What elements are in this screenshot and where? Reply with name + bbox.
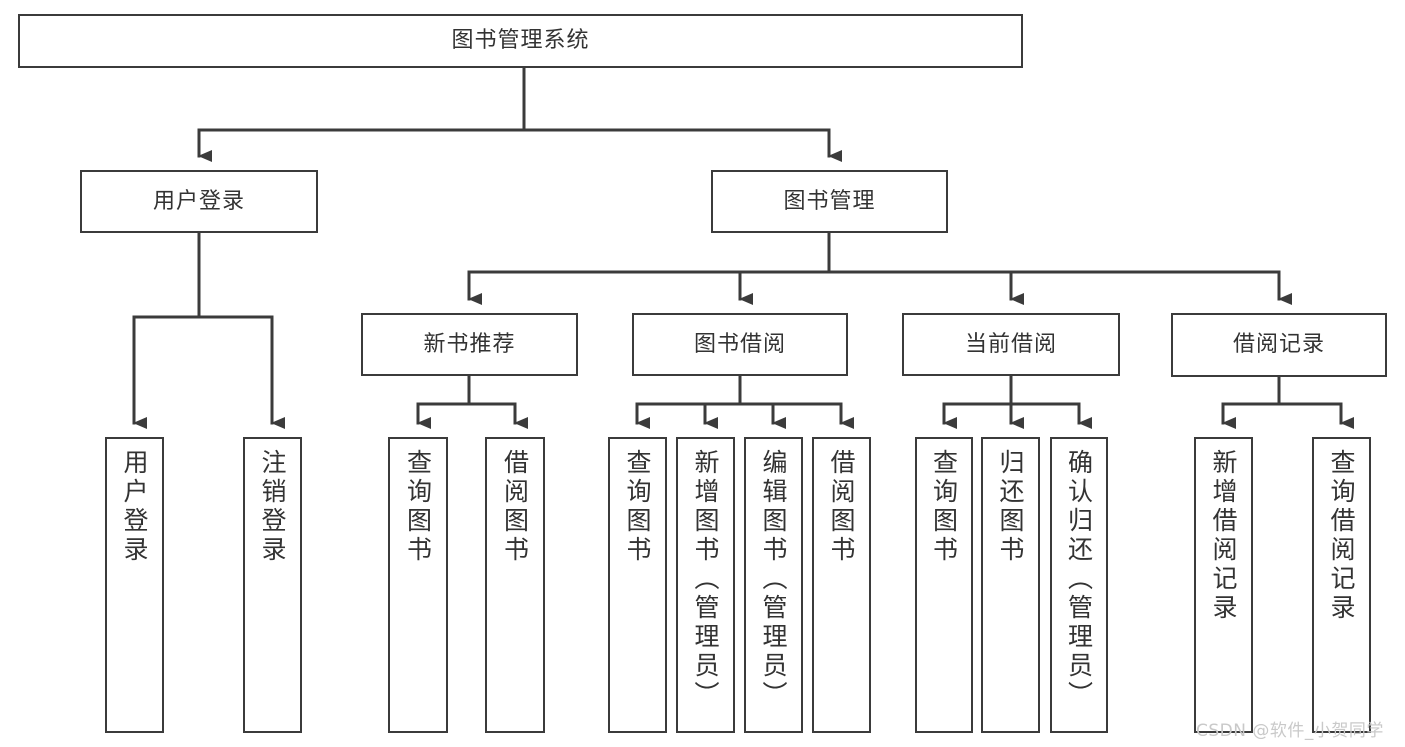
node-leaf-user-logout[interactable]: 注销登录 [243,437,302,733]
node-borrow-record[interactable]: 借阅记录 [1171,313,1387,377]
node-new-book-rec-label: 新书推荐 [423,331,516,357]
node-leaf-return-book[interactable]: 归还图书 [981,437,1040,733]
node-leaf-user-logout-label: 注销登录 [258,449,287,565]
node-leaf-edit-book[interactable]: 编辑图书（管理员） [744,437,803,733]
node-book-manage-label: 图书管理 [783,188,876,214]
node-leaf-borrow-book-rec[interactable]: 借阅图书 [485,437,545,733]
node-leaf-edit-book-label: 编辑图书（管理员） [759,449,788,710]
node-leaf-query-book-bb-label: 查询图书 [623,449,652,565]
node-leaf-confirm-return[interactable]: 确认归还（管理员） [1050,437,1108,733]
node-leaf-borrow-book-rec-label: 借阅图书 [500,449,530,565]
node-leaf-query-book-cb[interactable]: 查询图书 [915,437,973,733]
node-borrow-record-label: 借阅记录 [1232,332,1325,358]
node-leaf-query-book-bb[interactable]: 查询图书 [608,437,667,733]
node-new-book-rec[interactable]: 新书推荐 [361,313,578,376]
csdn-watermark: CSDN @软件_小贺同学 [1196,721,1384,741]
node-root[interactable]: 图书管理系统 [18,14,1023,68]
node-leaf-query-record-label: 查询借阅记录 [1327,449,1356,623]
node-book-borrow[interactable]: 图书借阅 [632,313,848,376]
node-leaf-borrow-book-bb[interactable]: 借阅图书 [812,437,871,733]
node-user-login-label: 用户登录 [152,188,245,214]
node-leaf-add-record[interactable]: 新增借阅记录 [1194,437,1253,733]
node-leaf-return-book-label: 归还图书 [996,449,1025,565]
node-leaf-user-login[interactable]: 用户登录 [105,437,164,733]
node-leaf-query-record[interactable]: 查询借阅记录 [1312,437,1371,733]
node-leaf-add-book-label: 新增图书（管理员） [691,449,720,710]
node-book-manage[interactable]: 图书管理 [711,170,948,233]
node-book-borrow-label: 图书借阅 [693,331,786,357]
node-leaf-query-book-rec-label: 查询图书 [403,449,433,565]
node-leaf-user-login-label: 用户登录 [120,449,149,565]
node-current-borrow-label: 当前借阅 [964,331,1057,357]
node-root-label: 图书管理系统 [451,28,590,54]
node-leaf-confirm-return-label: 确认归还（管理员） [1064,449,1094,710]
node-leaf-add-record-label: 新增借阅记录 [1209,449,1238,623]
node-user-login[interactable]: 用户登录 [80,170,318,233]
node-leaf-query-book-rec[interactable]: 查询图书 [388,437,448,733]
node-leaf-add-book[interactable]: 新增图书（管理员） [676,437,735,733]
node-leaf-query-book-cb-label: 查询图书 [929,449,959,565]
node-current-borrow[interactable]: 当前借阅 [902,313,1120,376]
node-leaf-borrow-book-bb-label: 借阅图书 [827,449,856,565]
